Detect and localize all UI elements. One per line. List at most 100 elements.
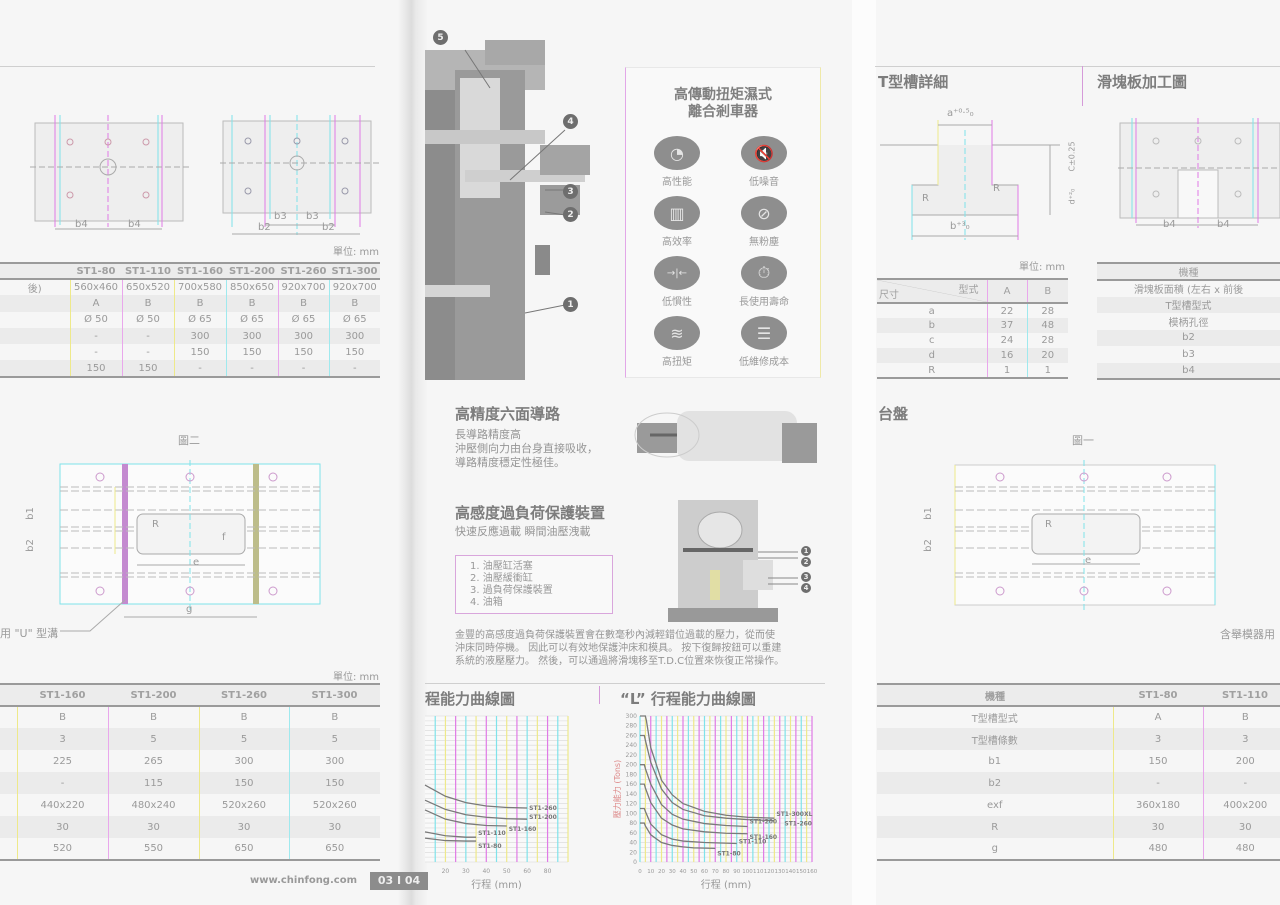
callout-1: 1 xyxy=(563,297,578,312)
section-rule xyxy=(425,683,825,684)
corner-header-dimension: 尺寸 xyxy=(879,290,899,301)
x-tick-label: 110 xyxy=(753,869,764,875)
tslot-label-d: d⁺²₀ xyxy=(1067,188,1077,205)
table-cell: Ø 65 xyxy=(225,311,278,328)
table-cell: 225 xyxy=(16,750,108,772)
guide-line: 沖壓側向力由台身直接吸收， xyxy=(455,442,598,455)
table-cell: b xyxy=(928,320,935,331)
series-label: ST1-160 xyxy=(750,834,778,841)
figure-1-title: 圖一 xyxy=(1072,434,1094,447)
table-cell: - xyxy=(69,327,122,345)
website-link[interactable]: www.chinfong.com xyxy=(250,875,357,886)
series-label: ST1-110 xyxy=(739,839,767,846)
feature-label: 長使用壽命 xyxy=(739,297,789,308)
figure-2-title: 圖二 xyxy=(178,434,200,447)
page-gap xyxy=(852,0,876,905)
y-tick-label: 260 xyxy=(626,732,638,739)
table-cell: B xyxy=(16,706,108,728)
list-item: 2. 油壓緩衝缸 xyxy=(470,573,533,584)
slide-plate-machining-drawing xyxy=(1118,118,1280,228)
column-header: ST1-110 xyxy=(124,265,171,277)
table-cell xyxy=(0,750,17,772)
series-line-st1-300xl xyxy=(640,715,775,819)
guide-line: 長導路精度高 xyxy=(455,428,521,441)
feature-label: 高扭矩 xyxy=(662,357,692,368)
table-row: b3 xyxy=(1097,346,1280,363)
table-cell: 30 xyxy=(16,816,108,838)
table-cell: A xyxy=(1112,706,1203,728)
x-tick-label: 50 xyxy=(503,868,511,875)
table-cell: 30 xyxy=(1112,816,1203,838)
table-cell: B xyxy=(1202,706,1280,728)
u-groove-leader-line xyxy=(60,599,126,632)
x-tick-label: 40 xyxy=(482,868,490,875)
table-cell xyxy=(0,295,70,311)
table-cell: 150 xyxy=(225,344,278,361)
overload-callout-2: 2 xyxy=(801,557,811,567)
overload-section-title: 高感度過負荷保護裝置 xyxy=(455,504,606,522)
table-cell: Ø 50 xyxy=(69,311,122,328)
clutch-brake-feature-box: 高傳動扭矩濕式 離合剎車器 ◔高性能🔇低噪音▥高效率⊘無粉塵→|←低慣性⏱長使用… xyxy=(625,67,821,378)
table-cell: 20 xyxy=(1026,348,1068,363)
series-label: ST1-110 xyxy=(478,830,506,837)
table-cell: 28 xyxy=(1026,303,1068,318)
table-cell: 5 xyxy=(288,728,380,750)
table-cell: B xyxy=(277,295,329,312)
table-cell: 520x260 xyxy=(288,794,380,816)
table-cell: 30 xyxy=(1202,816,1280,838)
chart-title-right: “L” 行程能力曲線圖 xyxy=(620,690,756,708)
dim-label-b2: b2 xyxy=(24,539,36,552)
table-row: b2-- xyxy=(877,772,1280,794)
series-line-st1-160 xyxy=(424,809,507,827)
overload-paragraph-line: 金豐的高感度過負荷保護裝置會在數毫秒內減輕錯位過載的壓力，從而使 xyxy=(455,630,775,641)
table-row: 模柄孔徑 xyxy=(1097,313,1280,330)
x-tick-label: 100 xyxy=(742,869,753,875)
table-cell: R xyxy=(928,364,936,376)
table-cell: b2 xyxy=(988,777,1002,789)
x-tick-label: 80 xyxy=(544,868,552,875)
table-cell xyxy=(0,312,70,328)
x-tick-label: 80 xyxy=(723,869,730,875)
clutch-brake-cross-section xyxy=(425,40,590,380)
table-cell: 150 xyxy=(288,772,380,794)
table-cell: g xyxy=(991,843,998,854)
dim-label: b4 xyxy=(128,219,141,230)
table-cell: B xyxy=(121,295,174,312)
dim-label-b1: b1 xyxy=(24,507,36,520)
table-cell xyxy=(0,838,17,860)
column-header: 機種 xyxy=(1178,268,1199,279)
series-label: ST1-260 xyxy=(529,805,557,812)
y-tick-label: 180 xyxy=(626,771,638,778)
feature-label: 高效率 xyxy=(662,237,692,248)
table-cell: 30 xyxy=(288,816,380,838)
table-cell: 200 xyxy=(1202,750,1280,772)
table-cell: - xyxy=(121,327,174,345)
table-cell: 300 xyxy=(173,327,226,345)
y-tick-label: 240 xyxy=(626,742,638,749)
series-label: ST1-80 xyxy=(717,850,740,857)
list-item: 3. 過負荷保護裝置 xyxy=(470,585,553,596)
series-line-st1-260 xyxy=(640,734,775,822)
table-cell: 後) xyxy=(27,284,42,296)
chart-title-divider xyxy=(599,686,600,704)
overload-callout-1: 1 xyxy=(801,546,811,556)
book-spine xyxy=(398,0,428,905)
table-cell: - xyxy=(328,360,380,377)
overload-protection-drawing xyxy=(668,500,798,622)
series-label: ST1-260 xyxy=(784,821,812,828)
tslot-drawing xyxy=(880,120,1060,240)
x-tick-label: 90 xyxy=(733,869,740,875)
table-cell: 520x260 xyxy=(198,794,289,816)
dim-label: b2 xyxy=(322,222,335,233)
x-tick-label: 10 xyxy=(647,869,654,875)
